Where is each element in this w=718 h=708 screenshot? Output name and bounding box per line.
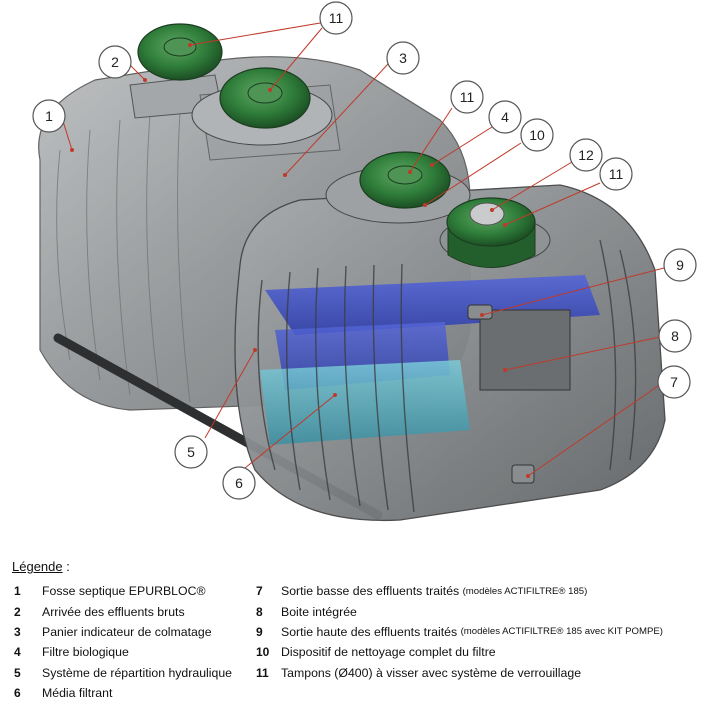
svg-text:3: 3 [399,50,407,66]
high-outlet [467,304,493,320]
svg-text:11: 11 [329,10,344,26]
callout-6: 6 [222,466,256,500]
callout-11-a: 11 [319,1,353,35]
septic-system-illustration: 1 2 3 4 5 6 7 8 9 10 11 11 11 12 [32,1,697,522]
callout-7: 7 [657,365,691,399]
callout-11-c: 11 [599,157,633,191]
tank-drawing: 1 2 3 4 5 6 7 8 9 10 11 11 11 12 [32,1,697,522]
svg-text:11: 11 [609,166,624,182]
svg-text:1: 1 [45,108,53,124]
callout-10: 10 [520,118,554,152]
screw-lid [359,151,451,209]
filter-media [260,360,470,445]
svg-text:6: 6 [235,475,243,491]
svg-text:8: 8 [671,328,679,344]
svg-text:2: 2 [111,54,119,70]
callout-11-b: 11 [450,80,484,114]
screw-lid [219,67,311,129]
svg-text:12: 12 [578,147,594,163]
callout-2: 2 [98,45,132,79]
callout-1: 1 [32,99,66,133]
svg-text:10: 10 [529,127,545,143]
integrated-box [479,309,571,391]
legend-title: Légende : [12,559,70,574]
callout-8: 8 [658,319,692,353]
svg-text:11: 11 [460,89,475,105]
svg-text:9: 9 [676,257,684,273]
callout-12: 12 [569,138,603,172]
clogging-dome [469,202,505,226]
screw-lid [446,197,536,268]
callout-3: 3 [386,41,420,75]
svg-text:5: 5 [187,444,195,460]
callout-9: 9 [663,248,697,282]
screw-lid [137,23,223,81]
callout-4: 4 [488,100,522,134]
svg-text:7: 7 [670,374,678,390]
leader-lines [61,19,665,478]
callout-5: 5 [174,435,208,469]
low-outlet [511,464,535,484]
svg-text:4: 4 [501,109,509,125]
